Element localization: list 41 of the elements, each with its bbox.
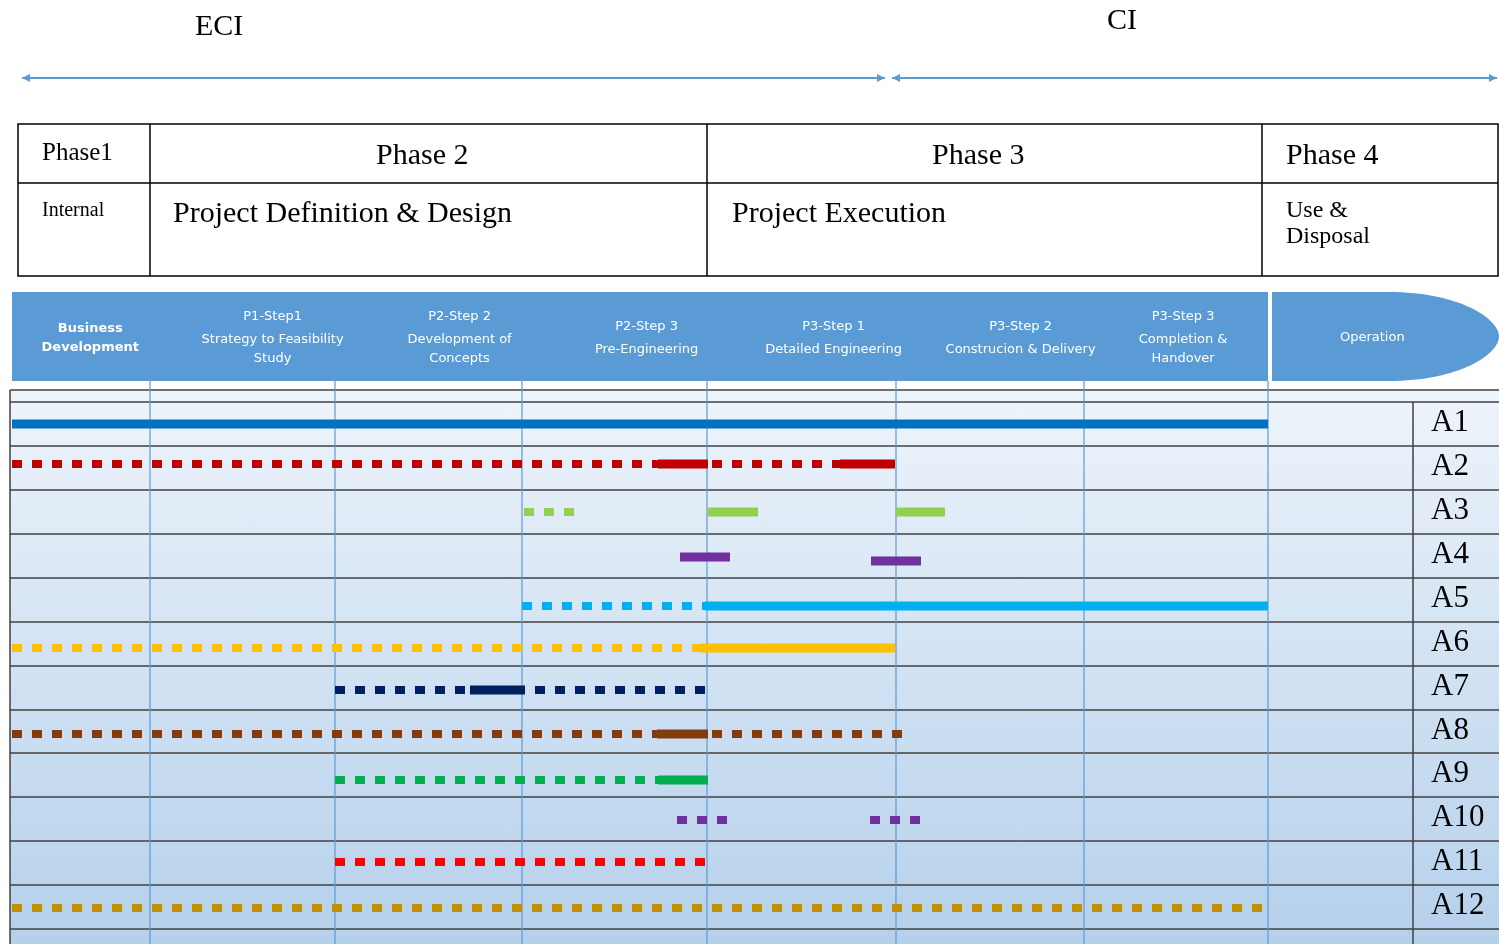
phase-description: Project Execution (732, 195, 947, 228)
chevron-step (12, 292, 195, 381)
phase-description: Internal (42, 198, 105, 220)
step-number: P2-Step 3 (615, 316, 678, 335)
row-label: A2 (1431, 448, 1469, 483)
step-number: P3-Step 1 (802, 316, 865, 335)
row-label: A5 (1431, 580, 1469, 615)
row-label: A7 (1431, 668, 1469, 703)
row-label: A4 (1431, 536, 1469, 571)
step-label: Detailed Engineering (765, 339, 902, 358)
phase-heading: Phase1 (42, 138, 113, 166)
step-label: Development of Concepts (406, 330, 513, 367)
step-label: Operation (1339, 328, 1405, 346)
phase-heading: Phase 3 (932, 137, 1025, 170)
step-label: Construcion & Delivery (945, 339, 1096, 358)
phase-heading: Phase 4 (1286, 137, 1379, 170)
step-number: P2-Step 2 (428, 307, 491, 325)
row-label: A8 (1431, 712, 1469, 747)
row-label: A9 (1431, 755, 1469, 790)
phase-description: Project Definition & Design (173, 195, 513, 228)
phase-group-label: CI (1107, 2, 1137, 35)
chevron-step (524, 292, 756, 381)
row-label: A1 (1431, 404, 1469, 439)
step-label: Completion & Handover (1137, 330, 1229, 367)
phase-heading: Phase 2 (376, 137, 469, 170)
row-label: A3 (1431, 492, 1469, 527)
row-label: A12 (1431, 887, 1485, 922)
chevron-step (150, 292, 382, 381)
step-label: Strategy to Feasibility Study (200, 330, 345, 367)
step-number: P1-Step1 (243, 307, 302, 325)
step-number: P3-Step 3 (1151, 307, 1215, 325)
row-label: A6 (1431, 624, 1469, 659)
chevron-step (711, 292, 943, 381)
row-label: A11 (1431, 843, 1484, 878)
phase-description: Use & Disposal (1286, 196, 1371, 249)
phase-group-label: ECI (195, 8, 244, 41)
step-label: Business Development (40, 318, 140, 356)
chevron-step (1272, 292, 1499, 381)
step-number: P3-Step 2 (989, 316, 1052, 335)
step-label: Pre-Engineering (594, 339, 699, 358)
row-label: A10 (1431, 799, 1485, 834)
